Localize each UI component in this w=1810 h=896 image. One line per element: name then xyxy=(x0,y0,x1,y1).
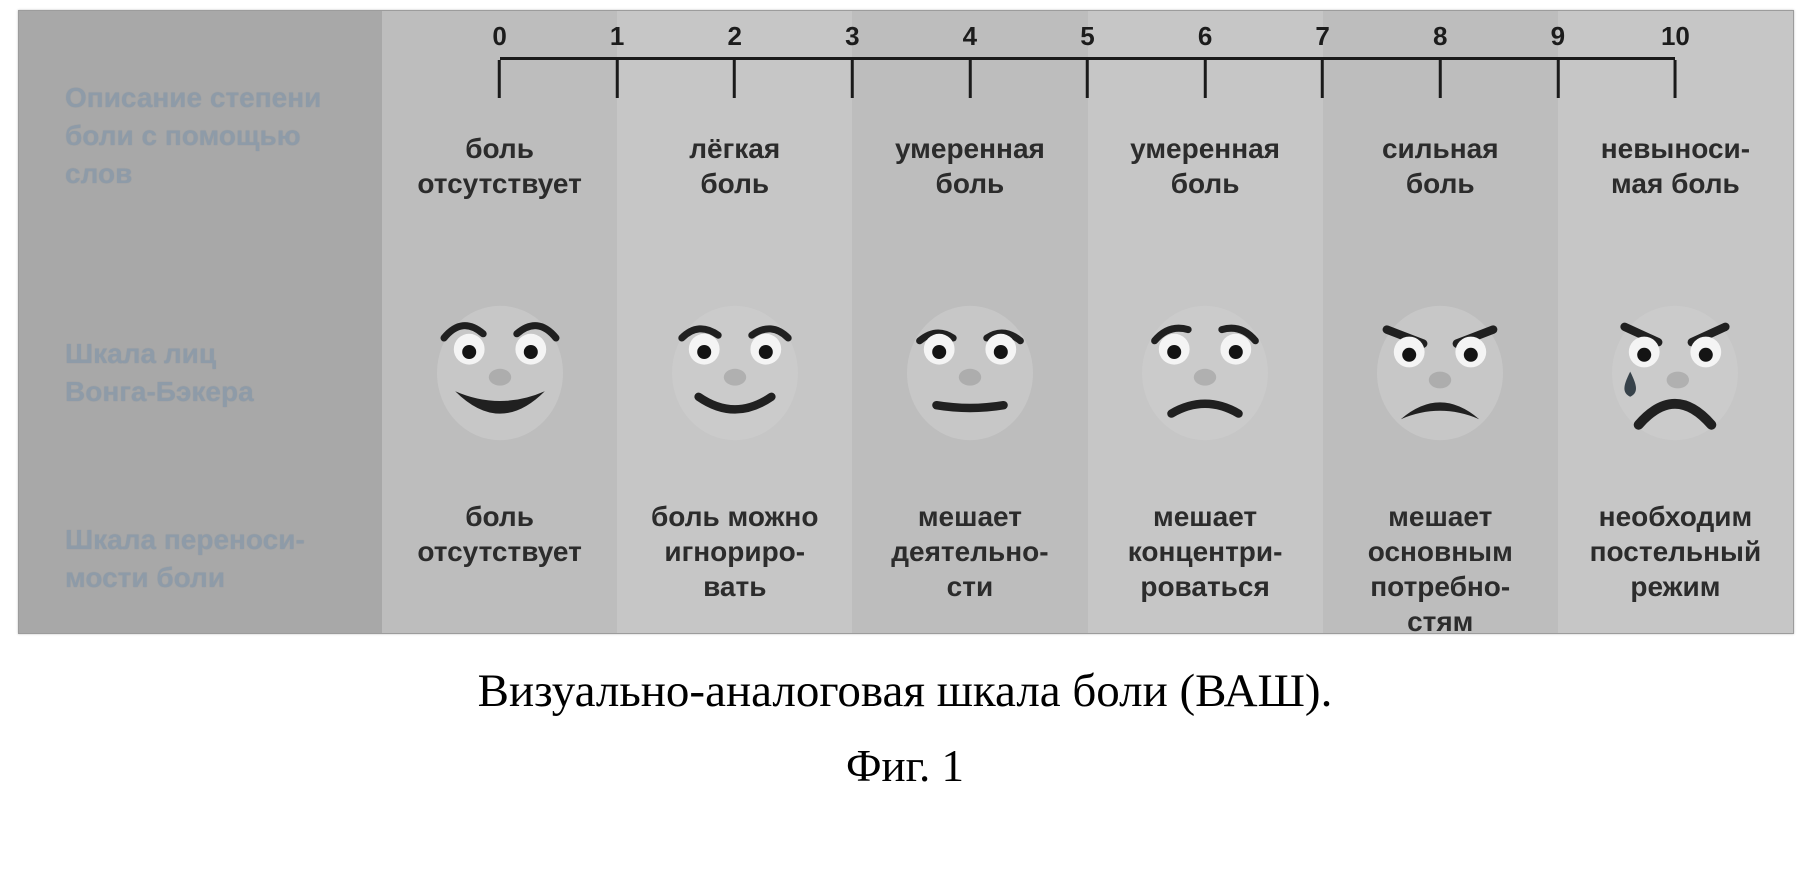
scale-grid: 0 1 2 3 4 5 6 7 8 9 10 боль отсутствует … xyxy=(382,11,1793,637)
face-cell xyxy=(1558,261,1793,485)
pain-word-cell: невыноси- мая боль xyxy=(1600,133,1751,199)
numeric-scale: 0 1 2 3 4 5 6 7 8 9 10 xyxy=(382,11,1793,115)
smiling-wide-face-icon xyxy=(436,305,563,441)
tick-mark xyxy=(1438,60,1442,98)
tick-mark xyxy=(615,60,619,98)
pain-scale-figure: Описание степени боли с помощью слов Шка… xyxy=(18,10,1794,637)
tick-mark xyxy=(1086,60,1089,98)
pain-word-cell: умеренная боль xyxy=(894,133,1045,199)
tick-mark xyxy=(1203,60,1207,98)
sad-face-icon xyxy=(1377,305,1504,441)
scale-tick-9: 9 xyxy=(1551,23,1565,98)
row-labels-sidebar: Описание степени боли с помощью слов Шка… xyxy=(19,11,382,633)
tick-mark xyxy=(498,60,502,98)
scale-tick-6: 6 xyxy=(1198,23,1212,98)
scale-tick-number: 9 xyxy=(1550,21,1566,51)
tick-mark xyxy=(968,60,972,98)
tolerance-cell: боль отсутствует xyxy=(417,501,582,567)
tolerance-cell: мешает основным потребно- стям xyxy=(1367,501,1513,637)
scale-content-area: 0 1 2 3 4 5 6 7 8 9 10 боль отсутствует … xyxy=(382,11,1794,637)
row-label-tolerance: Шкала переноси- мости боли xyxy=(65,524,305,593)
tick-mark xyxy=(1556,60,1560,98)
tolerance-cell: боль можно игнориро- вать xyxy=(651,501,819,602)
scale-tick-number: 3 xyxy=(845,21,860,51)
scale-tick-4: 4 xyxy=(963,23,977,98)
pain-word-cell: умеренная боль xyxy=(1130,133,1281,199)
tick-mark xyxy=(850,60,854,98)
face-cell xyxy=(1323,261,1558,485)
scale-tick-number: 4 xyxy=(962,21,978,51)
scale-tick-number: 8 xyxy=(1433,21,1448,51)
scale-tick-0: 0 xyxy=(492,21,507,98)
scale-tick-8: 8 xyxy=(1433,23,1447,98)
pain-word-cell: боль отсутствует xyxy=(417,133,582,199)
scale-tick-number: 10 xyxy=(1660,21,1690,51)
tear-drop xyxy=(1624,371,1637,397)
neutral-face-icon xyxy=(906,305,1033,441)
scale-tick-number: 6 xyxy=(1197,21,1213,51)
pain-word-cell: лёгкая боль xyxy=(689,133,781,199)
smiling-face-icon xyxy=(671,305,798,441)
scale-tick-number: 2 xyxy=(727,21,742,51)
tolerance-cell: мешает деятельно- сти xyxy=(891,501,1049,602)
scale-tick-10: 10 xyxy=(1661,23,1690,98)
scale-axis-line xyxy=(499,57,1676,60)
row-label-words: Описание степени боли с помощью слов xyxy=(65,82,322,189)
pain-word-cell: сильная боль xyxy=(1381,133,1499,199)
row-label-faces: Шкала лиц Вонга-Бэкера xyxy=(65,338,254,407)
scale-tick-5: 5 xyxy=(1080,21,1095,98)
figure-caption: Визуально-аналоговая шкала боли (ВАШ). xyxy=(477,665,1333,717)
tolerance-cell: мешает концентри- роваться xyxy=(1127,501,1283,602)
crying-face-icon xyxy=(1612,305,1739,441)
face-cell xyxy=(382,261,617,485)
scale-tick-2: 2 xyxy=(728,23,742,98)
tolerance-cell: необходим постельный режим xyxy=(1589,501,1762,602)
scale-tick-3: 3 xyxy=(845,21,860,98)
tick-mark xyxy=(1321,60,1325,98)
face-cell xyxy=(1088,261,1323,485)
worried-face-icon xyxy=(1142,305,1269,441)
scale-tick-1: 1 xyxy=(610,23,624,98)
scale-tick-7: 7 xyxy=(1315,21,1330,98)
face-cell xyxy=(852,261,1087,485)
figure-number: Фиг. 1 xyxy=(845,741,964,791)
scale-tick-number: 0 xyxy=(492,21,507,51)
tick-mark xyxy=(1673,60,1677,98)
scale-tick-number: 5 xyxy=(1080,21,1095,51)
face-cell xyxy=(617,261,852,485)
scale-tick-number: 7 xyxy=(1315,21,1330,51)
tick-mark xyxy=(733,60,737,98)
scale-tick-number: 1 xyxy=(609,21,625,51)
